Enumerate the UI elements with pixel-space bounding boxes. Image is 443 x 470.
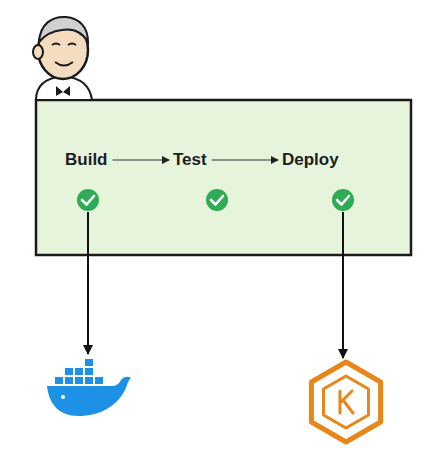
flow-arrow [212, 159, 278, 160]
stage-label: Build [65, 150, 108, 170]
docker-logo [47, 359, 131, 416]
stage-label: Test [173, 150, 207, 170]
leader-arrow [87, 212, 89, 354]
kubernetes-logo [311, 362, 380, 442]
stage-node: Test [170, 148, 210, 172]
stage-node: Deploy [279, 148, 342, 172]
stage-node: Build [62, 148, 111, 172]
jenkins-logo [33, 17, 92, 100]
status-check [77, 189, 354, 211]
flow-arrow [113, 159, 170, 160]
stage-label: Deploy [282, 150, 339, 170]
leader-arrow [342, 212, 344, 358]
pipeline-panel [36, 100, 411, 255]
